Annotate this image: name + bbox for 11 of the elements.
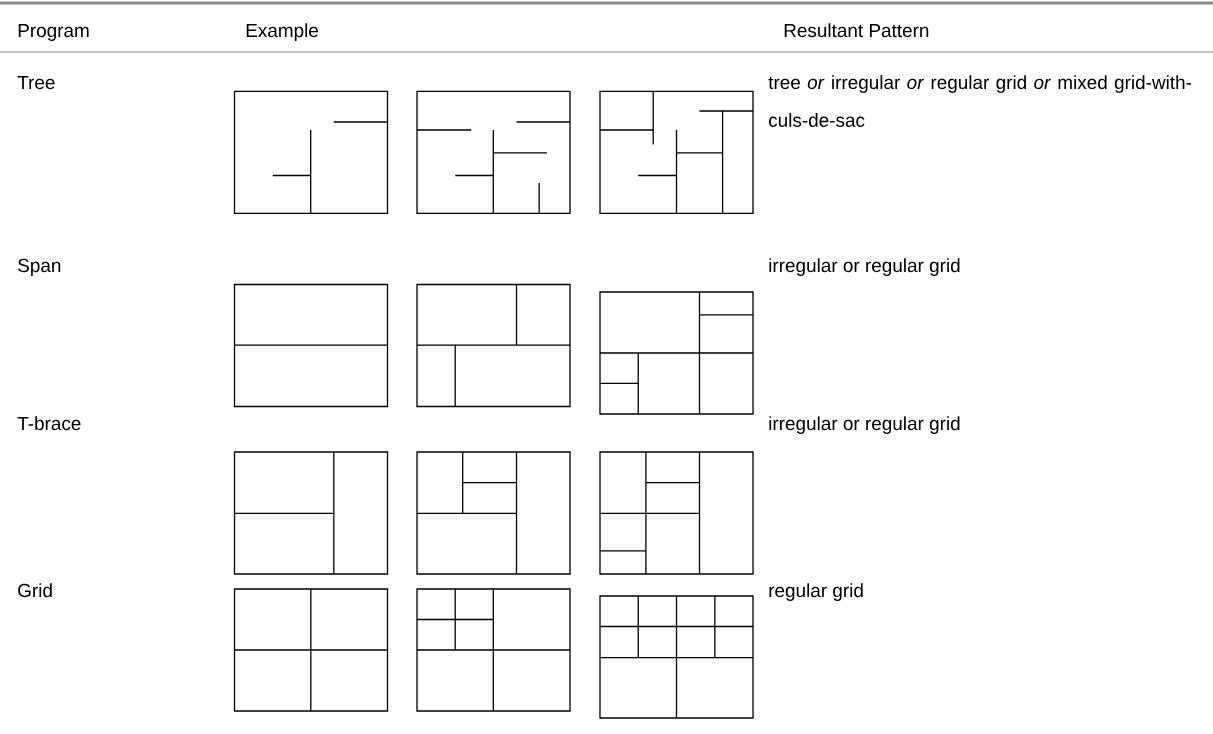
pattern-description: tree or irregular or regular grid or mixed grid-with-culs-de-sac [768,75,1192,127]
pattern-description: irregular or regular grid [769,416,960,434]
program-name: T-brace [17,416,81,431]
column-heading: Resultant Pattern [784,23,929,38]
column-heading: Program [18,24,89,41]
pattern-description: regular grid [769,583,863,601]
pattern-description: irregular or regular grid [769,258,960,276]
program-name: Tree [17,76,55,90]
program-name: Span [18,258,61,276]
program-name: Grid [18,583,52,598]
column-heading: Example [246,23,318,41]
